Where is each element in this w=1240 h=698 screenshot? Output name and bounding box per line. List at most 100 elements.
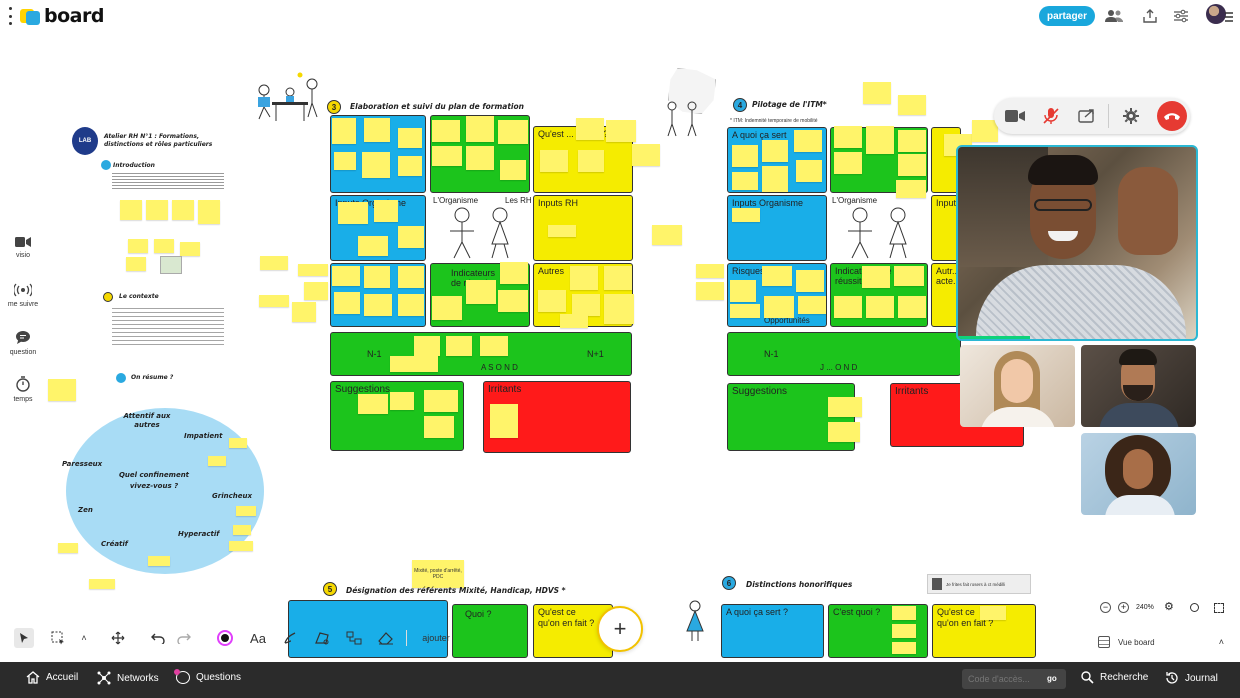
section-4-timeline[interactable]: N-1 J ... O N D bbox=[727, 332, 961, 376]
app-logo[interactable]: board bbox=[20, 5, 104, 27]
screen-share-icon[interactable] bbox=[1075, 104, 1099, 128]
sticky-note[interactable] bbox=[398, 294, 424, 316]
camera-toggle-icon[interactable] bbox=[1003, 104, 1027, 128]
sticky-note[interactable] bbox=[764, 296, 794, 318]
nav-search[interactable]: Recherche bbox=[1081, 671, 1148, 684]
sticky-note[interactable] bbox=[398, 156, 422, 176]
rail-visio[interactable]: visio bbox=[0, 236, 46, 259]
sticky-note[interactable] bbox=[334, 152, 356, 170]
redo-icon[interactable] bbox=[174, 628, 194, 648]
add-item-button[interactable]: + bbox=[597, 606, 643, 652]
sticky-note[interactable] bbox=[466, 146, 494, 170]
sticky-note[interactable] bbox=[146, 200, 168, 220]
sticky-note[interactable] bbox=[332, 118, 356, 144]
sticky-note[interactable] bbox=[398, 226, 424, 248]
text-tool-icon[interactable]: Aa bbox=[250, 630, 266, 646]
sticky-note[interactable] bbox=[398, 128, 422, 148]
sticky-note[interactable] bbox=[794, 130, 822, 152]
sticky-note[interactable] bbox=[172, 200, 194, 220]
sticky-note[interactable] bbox=[696, 264, 724, 278]
view-board-selector[interactable]: Vue board ˄ bbox=[1098, 633, 1224, 651]
sticky-note[interactable] bbox=[972, 120, 998, 142]
sticky-note[interactable] bbox=[896, 180, 926, 198]
section-3-irritants[interactable]: Irritants bbox=[483, 381, 631, 453]
sticky-note[interactable] bbox=[424, 416, 454, 438]
sticky-note[interactable] bbox=[730, 304, 760, 318]
sticky-note[interactable] bbox=[604, 266, 632, 290]
sticky-note[interactable] bbox=[892, 624, 916, 638]
sticky-note[interactable] bbox=[863, 82, 891, 104]
gear-icon[interactable]: ⚙ bbox=[1164, 601, 1174, 613]
sticky-note[interactable] bbox=[208, 456, 226, 466]
sticky-note[interactable] bbox=[229, 541, 253, 551]
sticky-note[interactable] bbox=[500, 160, 526, 180]
sticky-note[interactable] bbox=[229, 438, 247, 448]
sticky-note[interactable] bbox=[980, 606, 1006, 620]
sticky-note[interactable] bbox=[304, 282, 328, 300]
sticky-note[interactable] bbox=[432, 120, 460, 142]
microphone-muted-icon[interactable] bbox=[1039, 104, 1063, 128]
sticky-note[interactable] bbox=[500, 262, 528, 284]
color-picker-icon[interactable] bbox=[215, 628, 235, 648]
sticky-note[interactable] bbox=[538, 290, 566, 312]
sticky-note[interactable] bbox=[572, 294, 600, 316]
sticky-note[interactable] bbox=[424, 390, 458, 412]
sticky-note[interactable] bbox=[58, 543, 78, 553]
sticky-note[interactable] bbox=[576, 118, 604, 140]
sticky-note[interactable] bbox=[480, 336, 508, 356]
go-button[interactable]: go bbox=[1047, 674, 1057, 683]
participant-video-tile[interactable] bbox=[960, 345, 1075, 427]
sticky-note[interactable] bbox=[828, 397, 862, 417]
sticky-note[interactable] bbox=[898, 95, 926, 115]
shape-tool-icon[interactable] bbox=[312, 628, 332, 648]
sticky-note[interactable] bbox=[126, 257, 146, 271]
sticky-note[interactable] bbox=[390, 356, 438, 372]
sticky-note[interactable] bbox=[362, 152, 390, 178]
area-select-icon[interactable] bbox=[48, 628, 68, 648]
sticky-note[interactable] bbox=[652, 225, 682, 245]
sticky-note[interactable] bbox=[298, 264, 328, 276]
sticky-note[interactable] bbox=[828, 422, 860, 442]
gear-icon[interactable] bbox=[1119, 104, 1143, 128]
sticky-note[interactable] bbox=[798, 296, 826, 314]
sticky-note[interactable] bbox=[696, 282, 724, 300]
sticky-note[interactable] bbox=[432, 296, 462, 320]
sticky-note[interactable] bbox=[120, 200, 142, 220]
sticky-note[interactable] bbox=[732, 208, 760, 222]
sticky-note[interactable] bbox=[498, 120, 528, 144]
sticky-note[interactable] bbox=[48, 379, 76, 401]
section-3-inputs-rh[interactable]: Inputs RH bbox=[533, 195, 633, 261]
connector-tool-icon[interactable] bbox=[344, 628, 364, 648]
section-6-a-quoi[interactable]: A quoi ça sert ? bbox=[721, 604, 824, 658]
sticky-note[interactable] bbox=[233, 525, 251, 535]
pen-tool-icon[interactable] bbox=[280, 628, 300, 648]
sticky-note[interactable] bbox=[730, 280, 756, 302]
sticky-note[interactable] bbox=[180, 242, 200, 256]
sticky-note[interactable] bbox=[332, 266, 360, 286]
sticky-note[interactable] bbox=[364, 118, 390, 142]
sticky-note-mixite[interactable]: Mixité, poste d'arrêté, PDC bbox=[412, 560, 464, 588]
main-video-tile[interactable] bbox=[956, 145, 1198, 341]
chevron-up-icon[interactable]: ˄ bbox=[81, 633, 87, 643]
settings-sliders-icon[interactable] bbox=[1171, 6, 1191, 26]
nav-questions[interactable]: Questions bbox=[174, 669, 241, 684]
sticky-note[interactable] bbox=[762, 166, 788, 192]
section-4-inputs-org[interactable]: Inputs Organisme bbox=[727, 195, 827, 261]
sticky-note[interactable] bbox=[364, 294, 392, 316]
sticky-note[interactable] bbox=[732, 145, 758, 167]
sticky-note[interactable] bbox=[632, 144, 660, 166]
sticky-note[interactable] bbox=[498, 290, 528, 312]
sticky-note[interactable] bbox=[236, 506, 256, 516]
sticky-note[interactable] bbox=[390, 392, 414, 410]
sticky-note[interactable] bbox=[604, 294, 634, 324]
select-pointer-icon[interactable] bbox=[14, 628, 34, 648]
sticky-note[interactable] bbox=[198, 200, 220, 224]
sticky-note[interactable] bbox=[364, 266, 390, 288]
participant-video-tile[interactable] bbox=[1081, 345, 1196, 427]
participant-video-tile[interactable] bbox=[1081, 433, 1196, 515]
sticky-note[interactable] bbox=[892, 642, 916, 654]
sticky-note[interactable] bbox=[560, 314, 588, 328]
sticky-note[interactable] bbox=[892, 606, 916, 620]
sticky-note[interactable] bbox=[490, 404, 518, 438]
sticky-note[interactable] bbox=[338, 202, 368, 224]
